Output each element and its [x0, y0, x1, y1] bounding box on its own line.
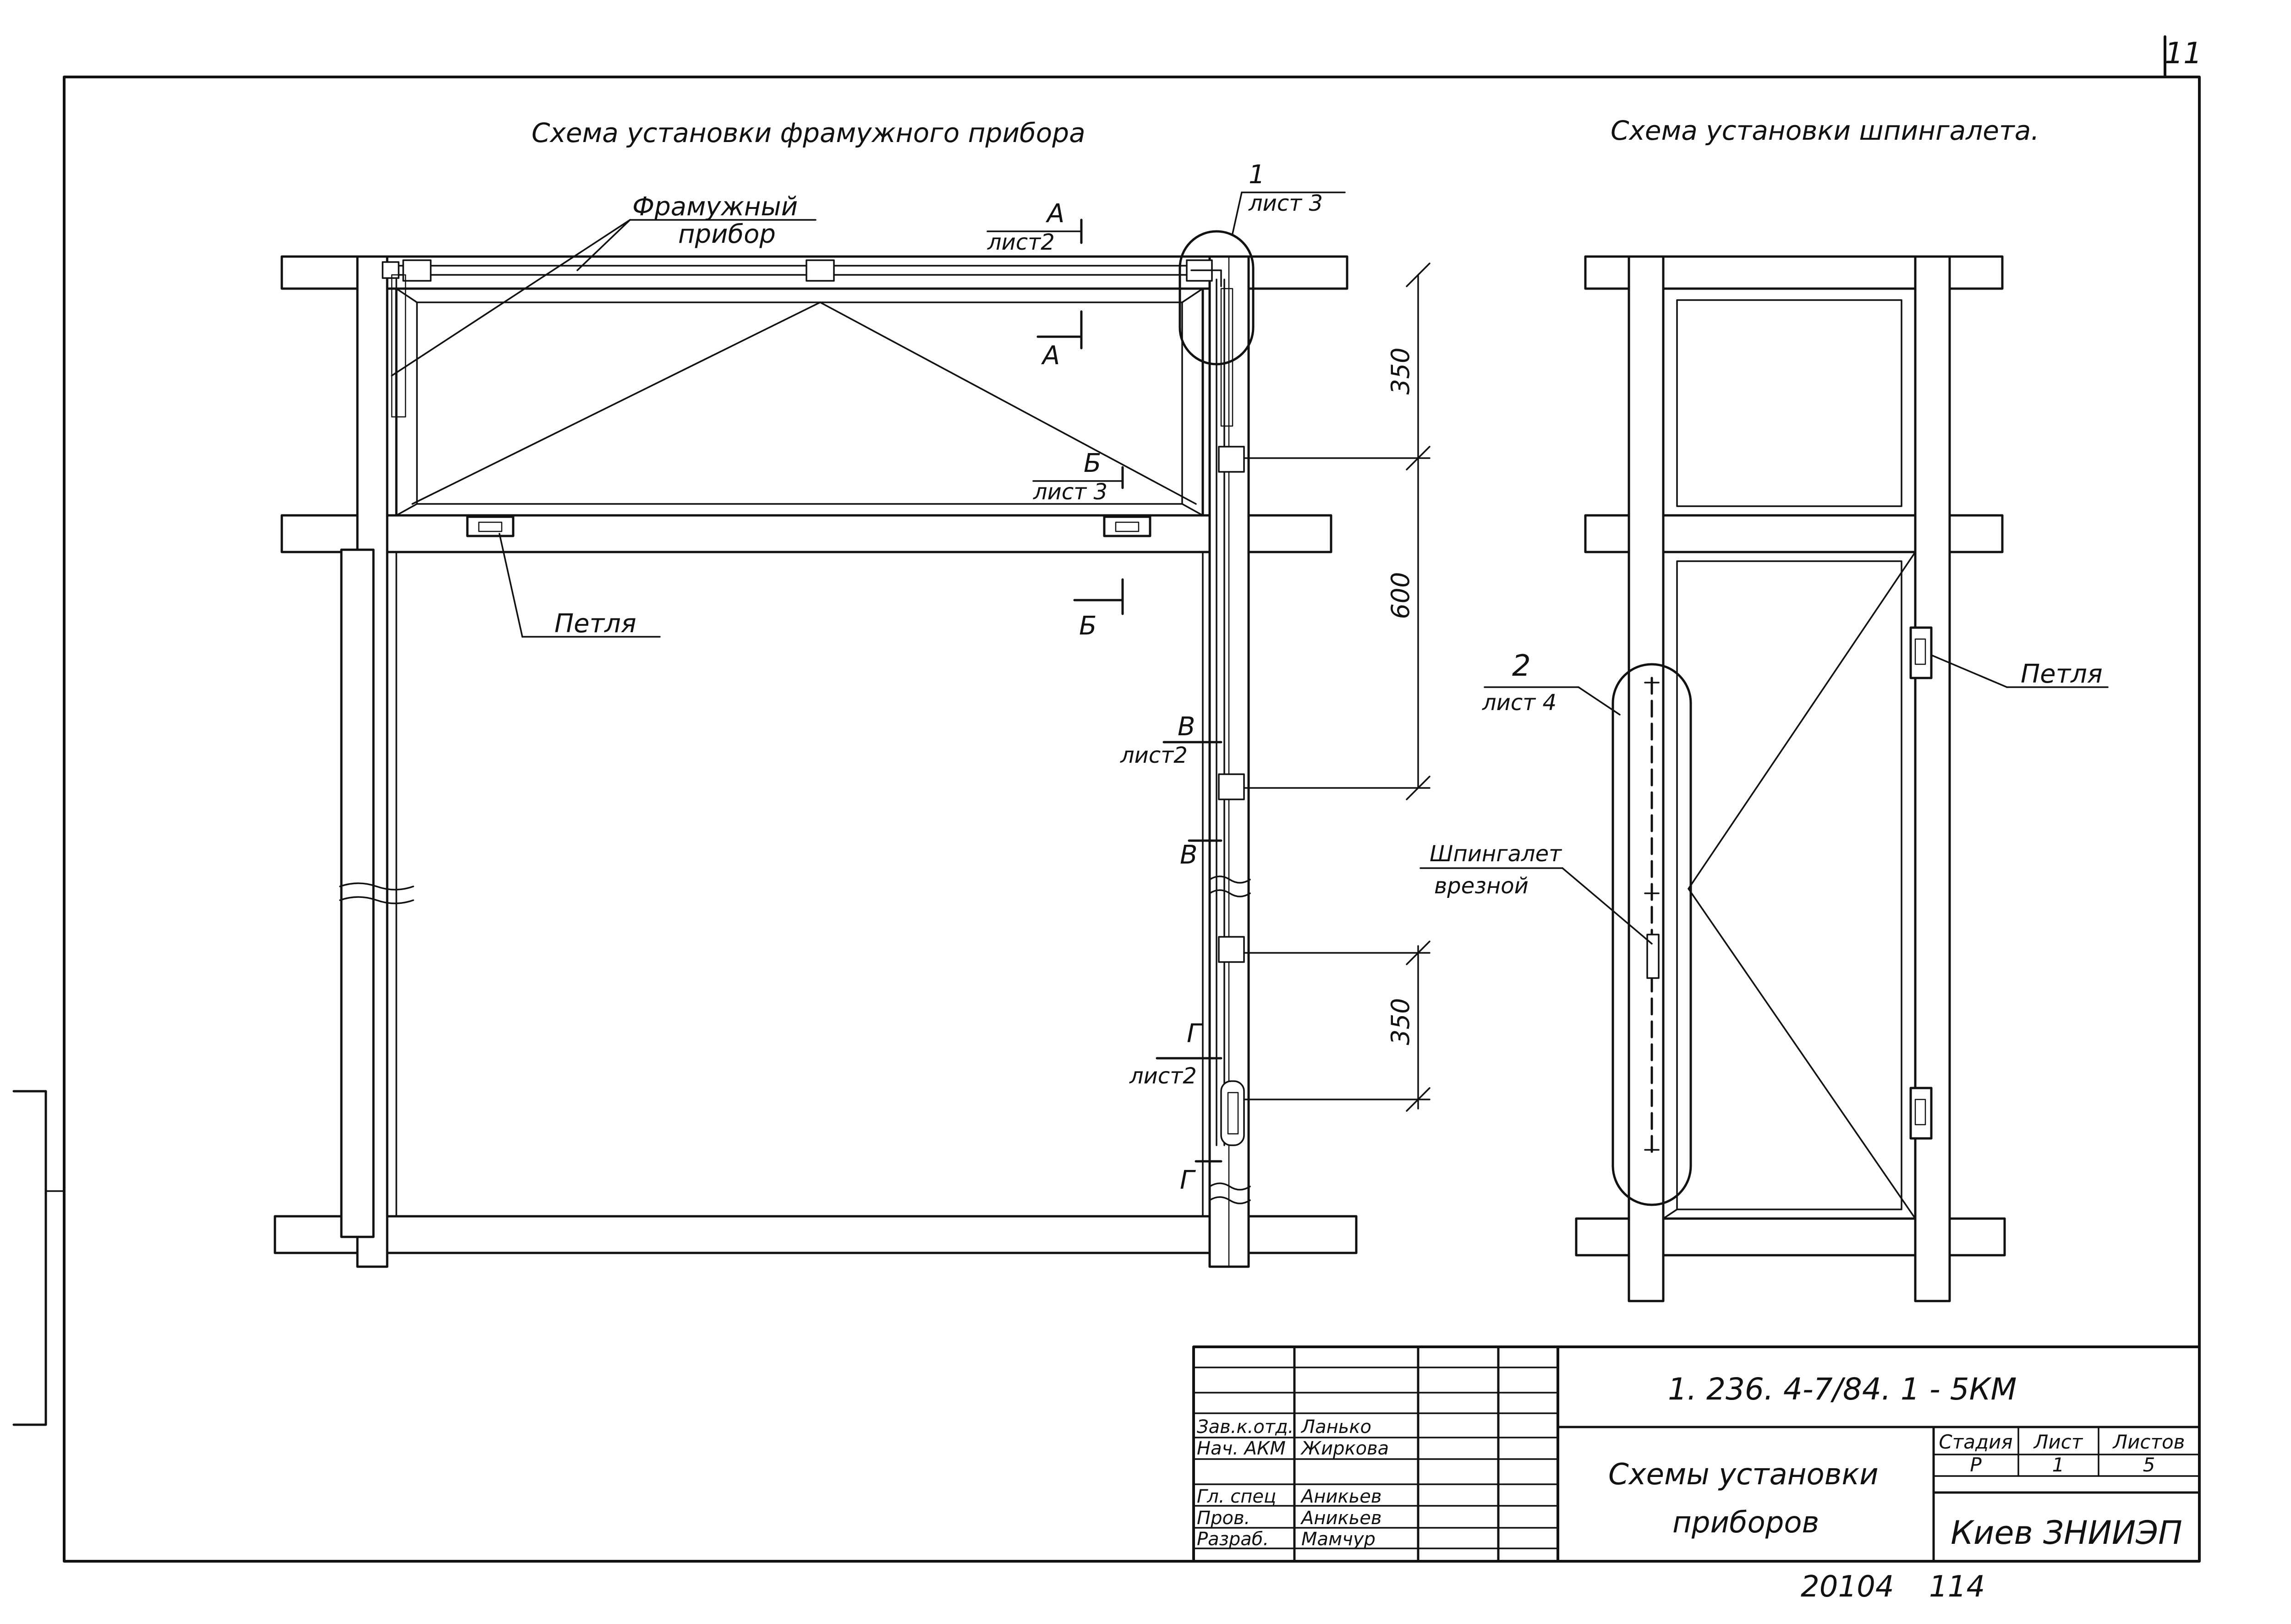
signature-role: Разраб.	[1197, 1529, 1269, 1550]
transom-sash	[395, 287, 1204, 517]
stage-value: Р	[1970, 1454, 1982, 1476]
section-b-letter-top: Б	[1084, 448, 1101, 478]
sheet-frame	[12, 35, 2201, 1563]
callout-2-ellipse	[1611, 663, 1692, 1206]
transom-scheme: Схема установки фрамужного прибора	[274, 117, 1431, 1268]
hinge-icon	[1103, 515, 1151, 537]
section-g-sheet: лист2	[1129, 1063, 1197, 1089]
callout-2-number: 2	[1512, 649, 1531, 683]
callout-2-sheet: лист 4	[1482, 690, 1557, 716]
sheet-value: 1	[2052, 1454, 2065, 1476]
bolt-label-2: врезной	[1434, 873, 1529, 899]
section-g-letter-bottom: Г	[1180, 1165, 1196, 1195]
espagnolette-scheme: Схема установки шпингалета.	[1420, 115, 2109, 1302]
section-a-letter-bottom: А	[1041, 341, 1060, 371]
stage-header: Стадия	[1939, 1431, 2012, 1453]
dimension-350-top: 350	[1386, 347, 1415, 394]
dimension-line	[1243, 262, 1431, 1112]
dimension-600: 600	[1386, 572, 1415, 619]
dimension-350-bottom: 350	[1386, 998, 1415, 1045]
drawing-name: Схемы установки	[1608, 1458, 1879, 1492]
document-code: 1. 236. 4-7/84. 1 - 5КМ	[1668, 1372, 2017, 1407]
section-v-letter-bottom: В	[1180, 840, 1197, 870]
sheets-value: 5	[2143, 1454, 2155, 1476]
hinge-label-left: Петля	[554, 609, 636, 639]
section-mark-b: Б лист 3 Б	[1032, 448, 1124, 641]
section-mark-a: А лист2 А	[987, 199, 1083, 371]
transom-device-label-2: прибор	[678, 219, 776, 249]
drawing-name-2: приборов	[1672, 1506, 1819, 1540]
callout-1-ellipse	[1178, 230, 1255, 366]
door-hinge-icons	[1909, 626, 1933, 1140]
bottom-number-right: 114	[1929, 1570, 1985, 1604]
section-a-sheet: лист2	[987, 230, 1055, 255]
transom-scheme-title: Схема установки фрамужного прибора	[532, 117, 1085, 148]
callout-1-sheet: лист 3	[1248, 191, 1323, 216]
signature-name: Мамчур	[1301, 1529, 1376, 1550]
section-a-letter-top: А	[1046, 199, 1064, 229]
right-scheme-left-post	[1628, 255, 1665, 1302]
signature-name: Жиркова	[1300, 1438, 1389, 1459]
signature-rows: Зав.к.отд. Ланько Нач. АКМ Жиркова Гл. с…	[1197, 1416, 1389, 1550]
signature-role: Зав.к.отд.	[1197, 1416, 1293, 1438]
section-mark-g: Г лист2 Г	[1129, 1019, 1222, 1195]
section-v-letter-top: В	[1178, 712, 1195, 742]
title-block: 1. 236. 4-7/84. 1 - 5КМ Схемы установки …	[1192, 1345, 2201, 1563]
signature-name: Аникьев	[1300, 1508, 1381, 1529]
bottom-number-left: 20104	[1801, 1570, 1894, 1604]
right-scheme-right-post	[1914, 255, 1951, 1302]
hinge-label-right: Петля	[2021, 659, 2103, 689]
lower-window-frame	[395, 551, 1204, 1217]
hinge-icon	[466, 515, 515, 537]
page-number: 11	[2165, 37, 2202, 71]
transom-device	[382, 259, 1245, 1146]
door-sash	[1662, 551, 1917, 1220]
espagnolette-scheme-title: Схема установки шпингалета.	[1611, 115, 2039, 146]
section-mark-v: В лист2 В	[1120, 712, 1222, 870]
hinge-icons	[466, 515, 1151, 537]
sheet-header: Лист	[2033, 1431, 2083, 1453]
bolt-label: Шпингалет	[1430, 841, 1562, 867]
horizontal-beams-left	[274, 255, 1358, 1254]
hinge-icon	[1909, 1087, 1933, 1140]
signature-name: Аникьев	[1300, 1486, 1381, 1507]
section-b-letter-bottom: Б	[1079, 611, 1096, 641]
organization: Киев ЗНИИЭП	[1951, 1514, 2182, 1552]
hinge-icon	[1909, 626, 1933, 679]
sheets-header: Листов	[2112, 1431, 2185, 1453]
transom-device-label: Фрамужный	[632, 192, 798, 222]
callout-1-number: 1	[1249, 160, 1265, 190]
signature-name: Ланько	[1300, 1416, 1371, 1438]
espagnolette-bolt	[1644, 677, 1660, 1156]
left-post	[339, 255, 414, 1268]
signature-role: Гл. спец	[1197, 1486, 1276, 1507]
section-b-sheet: лист 3	[1033, 479, 1107, 505]
signature-role: Пров.	[1197, 1508, 1250, 1529]
signature-role: Нач. АКМ	[1197, 1438, 1286, 1459]
section-v-sheet: лист2	[1120, 743, 1188, 768]
section-g-letter-top: Г	[1187, 1019, 1203, 1049]
